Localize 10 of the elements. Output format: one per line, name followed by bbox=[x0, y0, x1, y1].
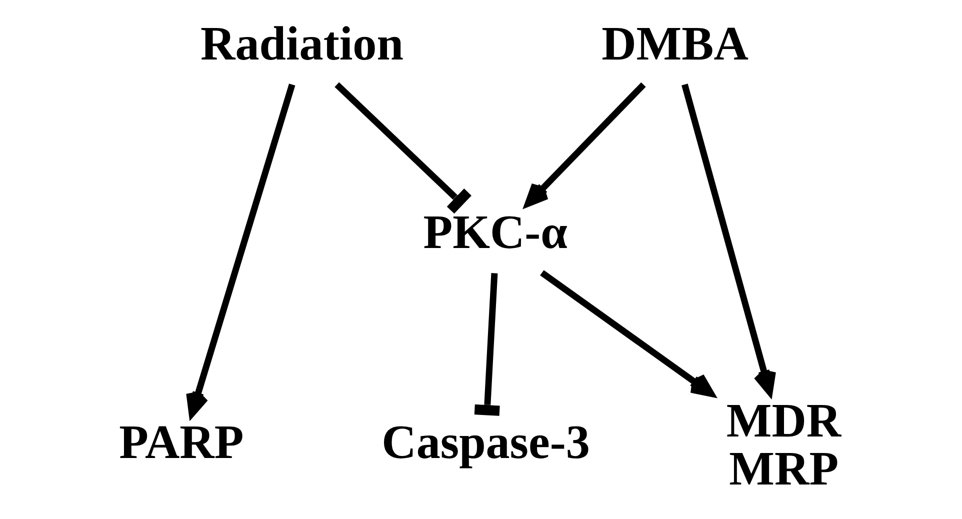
node-text: PKC-α bbox=[423, 206, 568, 260]
node-text: Radiation bbox=[200, 18, 404, 71]
arrow bbox=[524, 82, 646, 207]
connector bbox=[474, 273, 500, 416]
node-text: MDR MRP bbox=[726, 394, 842, 496]
arrow bbox=[540, 270, 714, 397]
connector bbox=[334, 82, 472, 214]
node-text: PARP bbox=[119, 416, 244, 469]
node-text: DMBA bbox=[602, 18, 748, 71]
node-text: Caspase-3 bbox=[382, 416, 590, 469]
